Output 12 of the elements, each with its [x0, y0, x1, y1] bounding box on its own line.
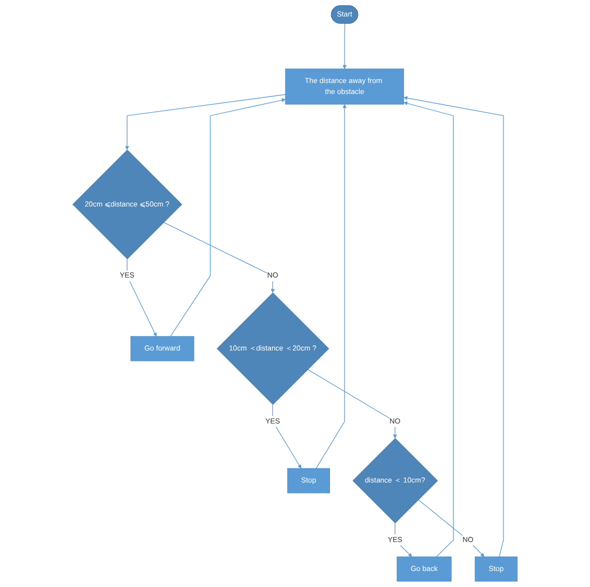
- arrow: [342, 23, 347, 70]
- arrow: [404, 96, 504, 558]
- arrow: [163, 222, 275, 293]
- arrow: [170, 98, 286, 337]
- arrow: [126, 258, 157, 337]
- arrow: [394, 522, 412, 557]
- arrow: [404, 101, 454, 558]
- arrow: [307, 369, 397, 438]
- arrow: [125, 94, 286, 150]
- arrow: [272, 404, 302, 469]
- arrow: [316, 104, 347, 469]
- arrow: [418, 499, 484, 557]
